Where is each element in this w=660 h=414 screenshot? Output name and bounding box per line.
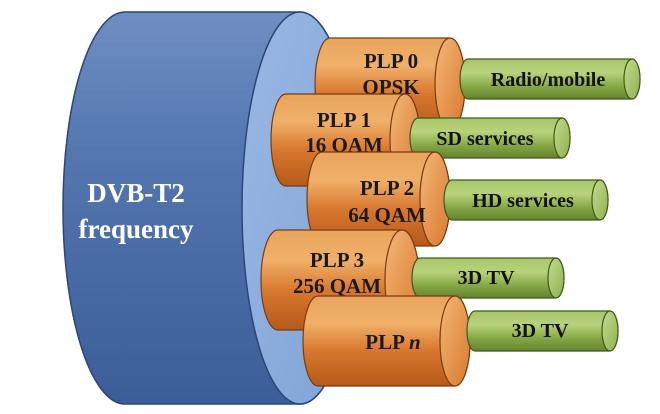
- plp-3-label-line1: PLP 3: [310, 248, 364, 272]
- service-pipe-0: [459, 58, 641, 100]
- service-label-2: HD services: [472, 190, 574, 212]
- plp-2-label-line1: PLP 2: [360, 176, 414, 200]
- service-label-4: 3D TV: [512, 320, 569, 342]
- service-pipe-4: [466, 310, 619, 352]
- service-label-1: SD services: [436, 128, 533, 150]
- service-label-0: Radio/mobile: [491, 69, 606, 91]
- main-cylinder-label-line1: DVB-T2: [87, 178, 185, 208]
- plp-2-label-line2: 64 QAM: [348, 203, 426, 227]
- plp-2-cylinder: [306, 151, 451, 247]
- plp-n-label-prefix: PLP: [365, 330, 405, 354]
- service-pipe-3: [411, 257, 565, 299]
- main-cylinder-label-line2: frequency: [79, 214, 194, 244]
- plp-1-label-line1: PLP 1: [317, 108, 371, 132]
- plp-0-label-line1: PLP 0: [364, 49, 418, 73]
- service-pipe-2: [443, 179, 609, 221]
- plp-3-label-line2: 256 QAM: [293, 274, 381, 298]
- service-label-3: 3D TV: [458, 267, 515, 289]
- plp-n-label-italic: n: [409, 330, 421, 354]
- plp-n-label: PLP n: [365, 330, 420, 354]
- plp-n-cylinder: [302, 295, 471, 387]
- service-pipe-1: [409, 117, 571, 159]
